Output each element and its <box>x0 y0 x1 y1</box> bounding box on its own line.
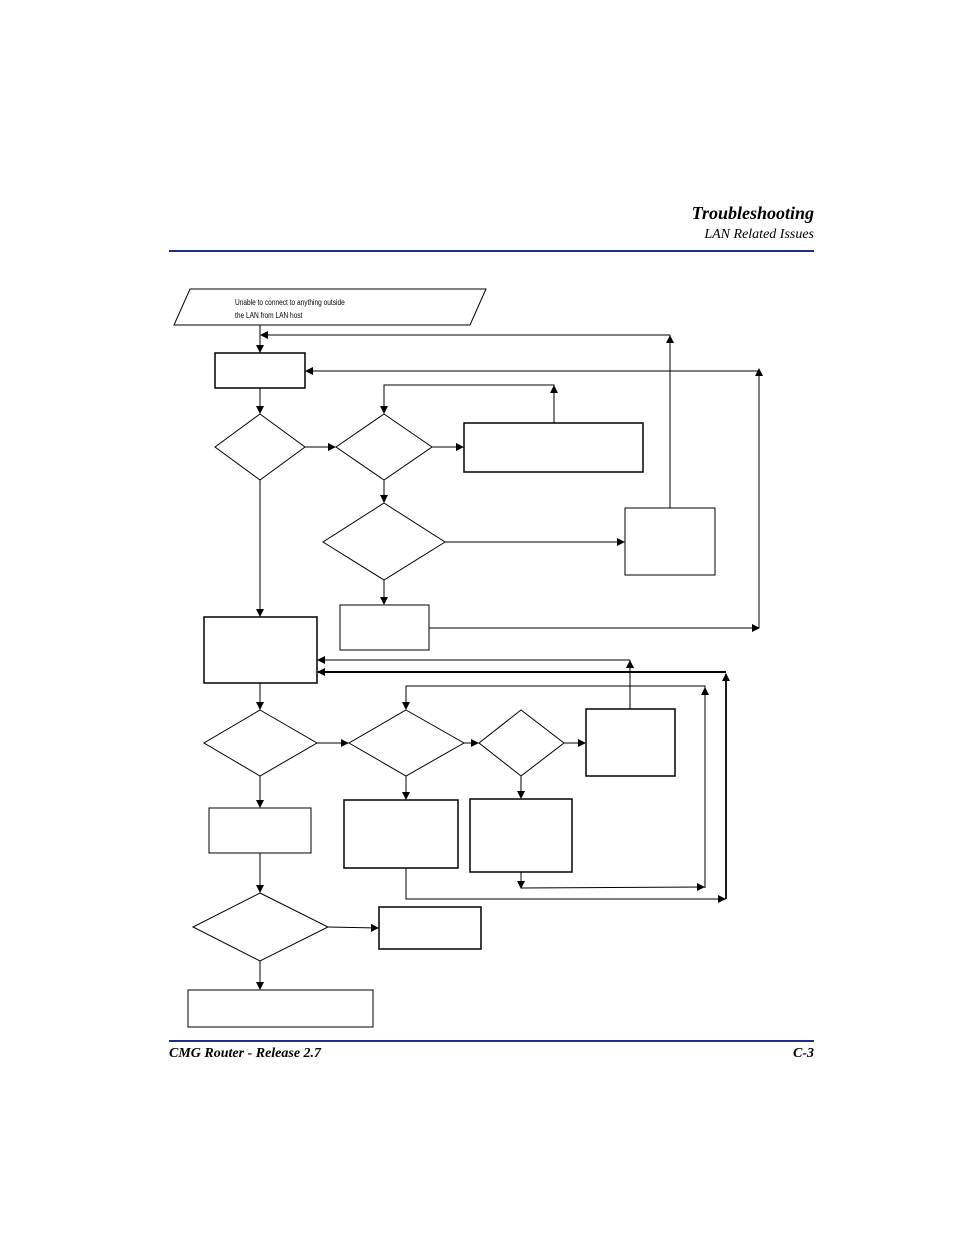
decision-2 <box>335 413 433 481</box>
process-box-2 <box>463 422 644 473</box>
process-box-3 <box>624 507 716 576</box>
decision-5 <box>348 709 466 777</box>
connectors <box>256 325 763 990</box>
footer-product: CMG Router - Release 2.7 <box>169 1046 322 1061</box>
process-box-4 <box>339 604 430 651</box>
process-box-7 <box>208 807 312 854</box>
decision-7 <box>191 892 330 962</box>
footer-rule <box>169 1040 814 1042</box>
start-label: Unable to connect to anything outside th… <box>235 296 399 322</box>
process-box-10 <box>378 906 482 950</box>
start-parallelogram <box>173 288 487 326</box>
start-label-line-1: Unable to connect to anything outside <box>235 298 345 307</box>
decision-3 <box>322 502 446 581</box>
process-box-8 <box>343 799 459 869</box>
decision-4 <box>203 709 318 777</box>
process-box-1 <box>214 352 306 389</box>
start-label-line-2: the LAN from LAN host <box>235 311 303 320</box>
decision-1 <box>214 413 306 481</box>
header-rule <box>169 250 814 252</box>
page-title: Troubleshooting <box>691 203 814 223</box>
page-subtitle: LAN Related Issues <box>704 227 814 242</box>
process-box-9 <box>469 798 573 873</box>
process-box-6 <box>585 708 676 777</box>
process-box-11 <box>187 989 374 1028</box>
footer-page-number: C-3 <box>793 1046 814 1061</box>
process-box-5 <box>203 616 318 684</box>
decision-6 <box>478 709 565 777</box>
